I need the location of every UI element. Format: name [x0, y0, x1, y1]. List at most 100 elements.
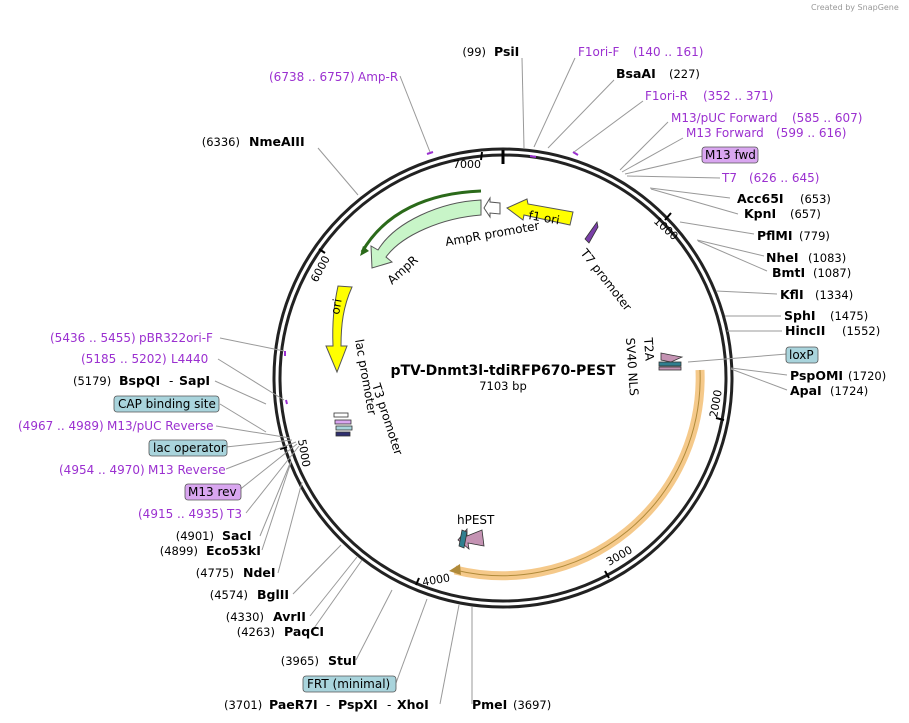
bglii-label: BglII: [257, 587, 289, 602]
l4440-range: (5185 .. 5202): [81, 352, 167, 366]
psii-pos: (99): [462, 45, 486, 59]
ampr-arrow: [370, 199, 482, 269]
pbr322-label: pBR322ori-F: [139, 331, 213, 345]
f1ori-f-range: (140 .. 161): [633, 45, 703, 59]
stui-pos: (3965): [281, 654, 319, 668]
amp-r-range: (6738 .. 6757): [269, 70, 355, 84]
tick-mark-3000: [604, 570, 610, 579]
nls-mark: [658, 366, 682, 371]
bsaai-label: BsaAI: [616, 66, 656, 81]
hincii-label: HincII: [785, 323, 825, 338]
avrii-label: AvrII: [273, 609, 306, 624]
paqci-label: PaqCI: [284, 624, 324, 639]
amp-r-mark: [426, 151, 434, 155]
t7-primer-range: (626 .. 645): [749, 171, 819, 185]
snapgene-credit: Created by SnapGene: [811, 3, 899, 12]
m13-fwd-primer-label: M13 Forward: [686, 126, 764, 140]
psii-label: PsiI: [494, 44, 519, 59]
sphi-pos: (1475): [830, 309, 868, 323]
pflmi-pos: (779): [799, 229, 830, 243]
sphi-label: SphI: [784, 308, 816, 323]
ori-label: ori: [328, 298, 344, 316]
loxp-box-label: loxP: [789, 348, 814, 362]
f1ori-r-label: F1ori-R: [645, 89, 688, 103]
lac-promoter-mark: [333, 412, 349, 418]
saci-label: SacI: [222, 528, 252, 543]
xhoi-label: XhoI: [397, 697, 429, 712]
ampr-label: AmpR: [385, 253, 421, 287]
tdirfp-arrow: [453, 369, 705, 581]
bmti-label: BmtI: [772, 265, 805, 280]
m13puc-fwd-range: (585 .. 607): [792, 111, 862, 125]
loxp-box: [785, 346, 819, 364]
m13-rev-box: [184, 483, 242, 501]
bspqi-pos: (5179): [73, 374, 111, 388]
sv40-nls-label: SV40 NLS: [623, 337, 641, 396]
tick-mark-1000: [664, 212, 672, 221]
pspxi-label: PspXI: [338, 697, 378, 712]
kfli-pos: (1334): [815, 288, 853, 302]
ndei-pos: (4775): [196, 566, 234, 580]
tick-label-4000: 4000: [421, 571, 451, 589]
apai-label: ApaI: [790, 383, 822, 398]
lac-promoter-label: lac promoter: [352, 338, 379, 416]
frt-label: FRT (minimal): [307, 677, 390, 691]
kpni-pos: (657): [790, 207, 821, 221]
m13-fwd-box-label: M13 fwd: [705, 148, 756, 162]
plasmid-length: 7103 bp: [479, 379, 527, 393]
eco53ki-pos: (4899): [160, 544, 198, 558]
frt-box: [302, 675, 397, 693]
paer7i-dash2: -: [387, 698, 391, 712]
nhei-label: NheI: [766, 250, 799, 265]
l4440-mark: [285, 399, 288, 405]
f1-ori-arrow: [506, 198, 574, 226]
t7-promoter-mark: [584, 221, 599, 244]
ampr-strand-line: [360, 189, 482, 253]
t2a-label: T2A: [641, 336, 657, 362]
tick-label-6000: 6000: [308, 254, 333, 285]
acc65i-pos: (653): [800, 192, 831, 206]
t7-promoter-label: T7 promoter: [577, 245, 635, 313]
bmti-pos: (1087): [813, 266, 851, 280]
backbone-outer: [272, 147, 734, 609]
pbr322-range: (5436 .. 5455): [50, 331, 136, 345]
f1ori-r-mark: [572, 151, 579, 156]
m13-rev-primer-range: (4954 .. 4970): [59, 463, 145, 477]
hpest-label: hPEST: [457, 513, 495, 527]
m13puc-rev-range: (4967 .. 4989): [18, 419, 104, 433]
sapi-label: SapI: [179, 373, 210, 388]
paer7i-label: PaeR7I: [269, 697, 318, 712]
lac-operator-mark: [335, 425, 353, 431]
ampr-strand-arrowhead: [360, 246, 369, 256]
tick-label-5000: 5000: [295, 438, 313, 468]
tick-mark-5000: [279, 446, 288, 450]
t3-mark: [335, 431, 351, 437]
tick-label-7000: 7000: [453, 158, 481, 171]
pspomi-label: PspOMI: [790, 368, 843, 383]
tdirfp-arrow-outline: [454, 369, 701, 577]
m13-fwd-box: [701, 146, 759, 164]
amp-r-label: Amp-R: [358, 70, 398, 84]
tick-mark-4000: [415, 577, 420, 586]
saci-pos: (4901): [176, 529, 214, 543]
tick-mark-2000: [715, 417, 725, 421]
pspomi-pos: (1720): [848, 369, 886, 383]
t3-promoter-label: T3 promoter: [369, 381, 406, 457]
f1ori-f-label: F1ori-F: [578, 45, 619, 59]
acc65i-label: Acc65I: [737, 191, 784, 206]
ampr-promoter-label: AmpR promoter: [444, 219, 540, 249]
m13-mark: [334, 419, 352, 425]
cap-binding-site-label: CAP binding site: [118, 397, 216, 411]
m13puc-fwd-label: M13/pUC Forward: [671, 111, 778, 125]
t7-primer-label: T7: [721, 171, 737, 185]
bspqi-dash: -: [169, 374, 173, 388]
sv40-nls-mark: [658, 361, 682, 367]
f1ori-r-range: (352 .. 371): [703, 89, 773, 103]
t2a-mark: [660, 352, 684, 363]
apai-pos: (1724): [830, 384, 868, 398]
avrii-pos: (4330): [226, 610, 264, 624]
stui-label: StuI: [328, 653, 357, 668]
hpest-teal-mark: [458, 529, 468, 549]
t3-primer-range: (4915 .. 4935): [138, 507, 224, 521]
